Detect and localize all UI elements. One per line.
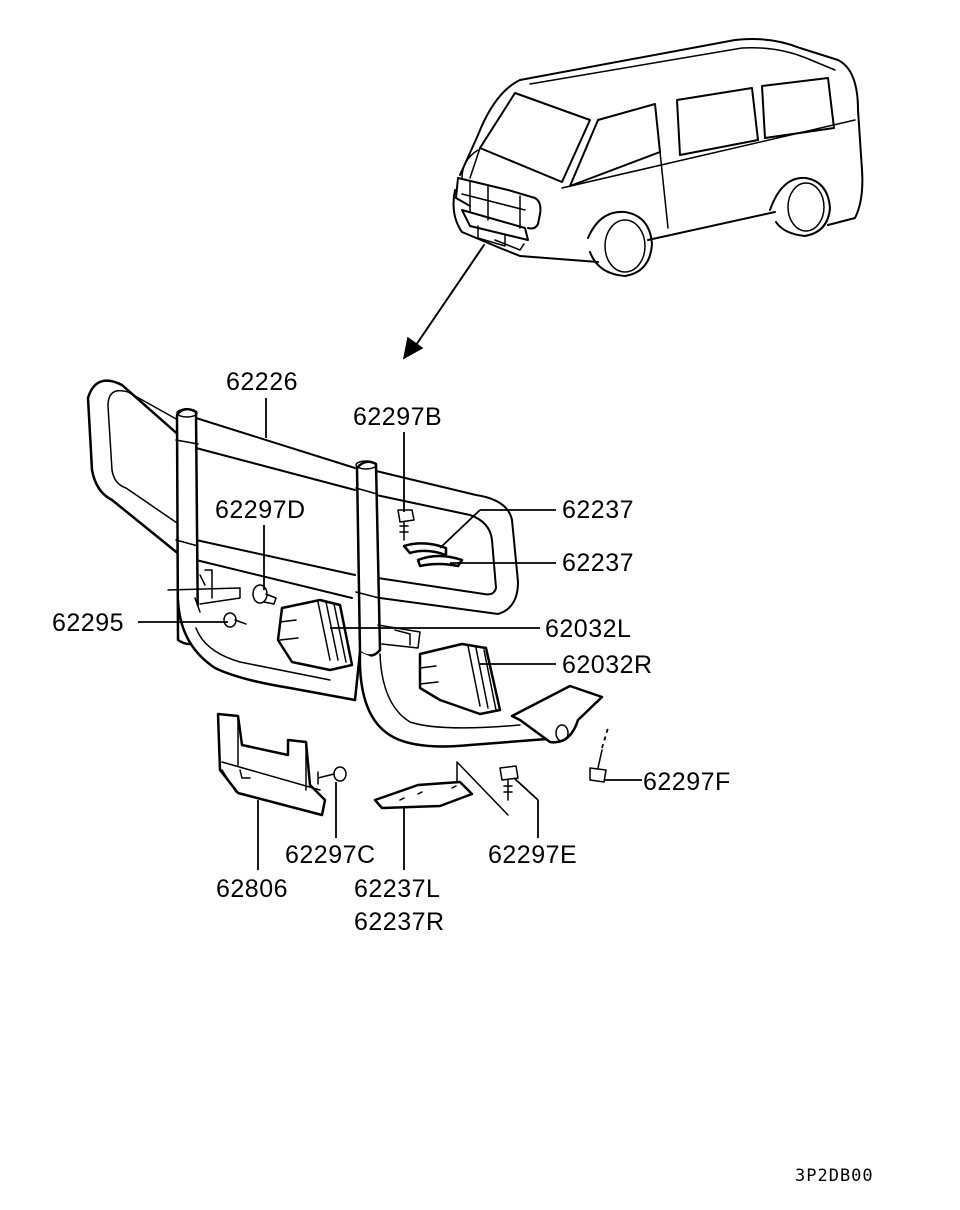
bolt-62297D [252,584,277,605]
label-62297F: 62297F [643,768,731,796]
bolt-62297B [397,509,415,541]
label-62297E: 62297E [488,841,577,869]
lower-plate-62806 [216,712,327,817]
pointer-arrow [402,244,485,360]
label-62297C: 62297C [285,841,376,869]
label-62032R: 62032R [562,651,653,679]
label-62237R: 62237R [354,908,445,936]
leader-lines [138,398,642,870]
label-62237-upper: 62237 [562,496,634,524]
small-plate-62237LR [373,761,509,816]
label-62295: 62295 [52,609,124,637]
drawing-code: 3P2DB00 [795,1166,874,1186]
bolt-62297C [317,766,347,785]
bolt-62295 [223,612,247,628]
label-62806: 62806 [216,875,288,903]
bolt-62297E [499,765,519,801]
label-62297D: 62297D [215,496,306,524]
van-illustration [452,38,864,277]
label-62226: 62226 [226,368,298,396]
bolt-62297F [589,727,609,783]
label-62237L: 62237L [354,875,440,903]
label-62032L: 62032L [545,615,631,643]
part-labels: 62226 62297B 62237 62237 62297D 62295 62… [52,368,731,936]
label-62237-lower: 62237 [562,549,634,577]
label-62297B: 62297B [353,403,442,431]
bull-bar-assembly [86,379,604,748]
